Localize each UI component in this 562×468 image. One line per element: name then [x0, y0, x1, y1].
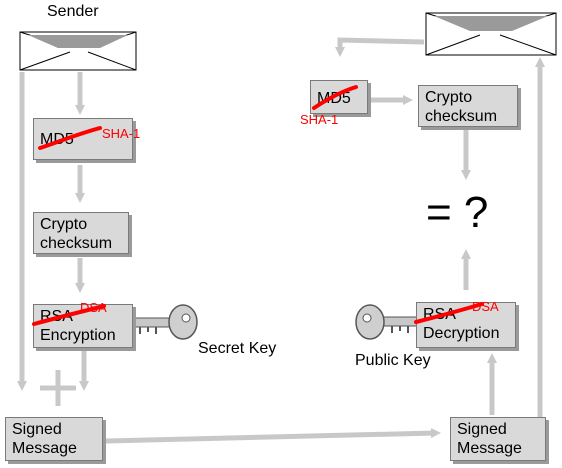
sender-envelope-icon: [19, 31, 137, 71]
compare-symbol: = ?: [426, 188, 489, 237]
left-checksum-line1: Crypto: [40, 216, 88, 233]
left-hash-replacement: SHA-1: [102, 126, 141, 141]
public-key-icon: [355, 304, 419, 340]
left-checksum-box: Crypto checksum: [33, 212, 129, 254]
right-checksum-box: Crypto checksum: [418, 85, 518, 127]
public-key-label: Public Key: [355, 352, 431, 369]
left-encryption-replacement: DSA: [80, 300, 107, 315]
left-signed-message-box: Signed Message: [5, 417, 103, 461]
right-signed-line2: Message: [457, 440, 522, 457]
right-signed-message-box: Signed Message: [450, 417, 546, 461]
right-hash-label: MD5: [317, 90, 351, 107]
arrow-envelope-to-hash-right: [335, 37, 425, 57]
right-checksum-line2: checksum: [425, 108, 498, 125]
right-hash-replacement: SHA-1: [300, 112, 339, 127]
right-hash-box: MD5: [310, 80, 368, 114]
receiver-envelope-icon: [425, 12, 557, 56]
right-checksum-line1: Crypto: [425, 89, 473, 106]
left-signed-line1: Signed: [12, 421, 62, 438]
left-checksum-line2: checksum: [40, 235, 113, 252]
secret-key-icon: [132, 304, 198, 340]
arrow-transfer: [105, 428, 441, 444]
right-decryption-line2: Decryption: [423, 325, 500, 342]
secret-key-label: Secret Key: [198, 340, 277, 357]
right-decryption-box: RSA Decryption: [416, 302, 516, 348]
plus-icon: [40, 370, 76, 406]
flow-arrows: [17, 37, 545, 444]
right-signed-line1: Signed: [457, 421, 507, 438]
left-signed-line2: Message: [12, 440, 77, 457]
left-hash-label: MD5: [40, 131, 74, 148]
sender-label: Sender: [47, 3, 99, 20]
right-decryption-replacement: DSA: [472, 299, 499, 314]
left-encryption-line2: Encryption: [40, 327, 116, 344]
